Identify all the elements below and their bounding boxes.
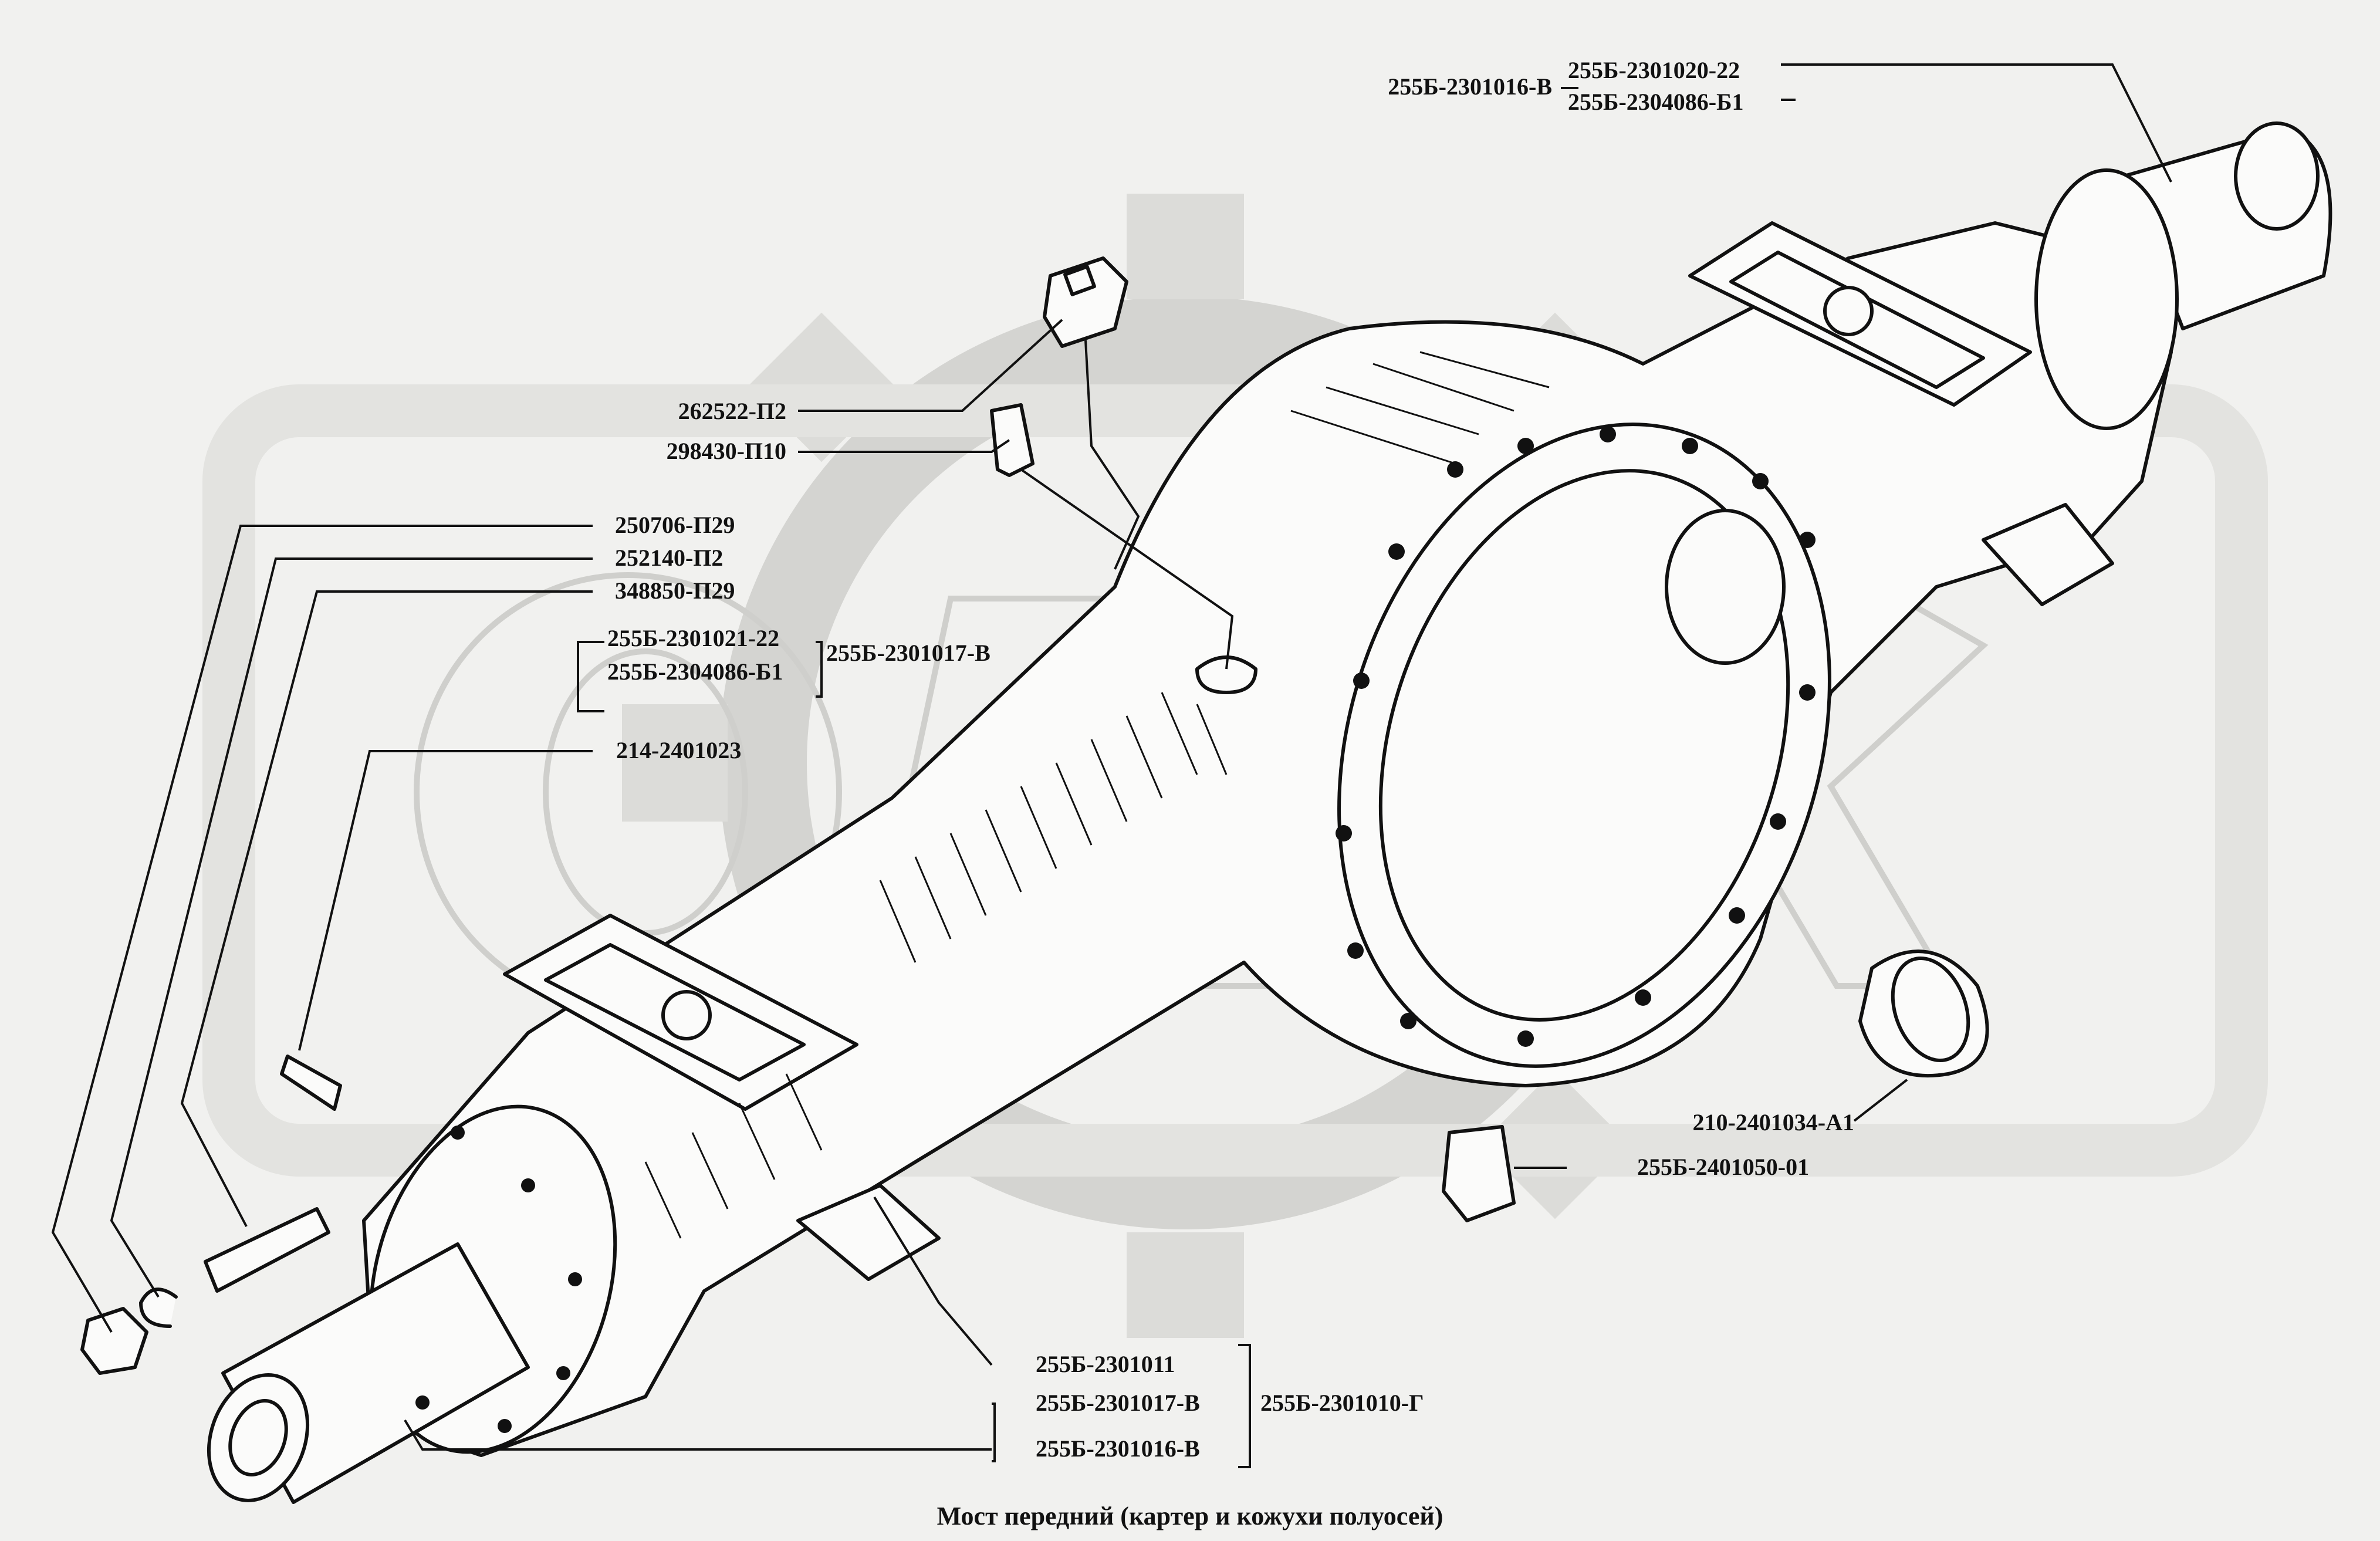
- label-plug: 262522-П2: [678, 398, 786, 424]
- label-washer: 252140-П2: [615, 545, 724, 571]
- lock-washer: [139, 1287, 178, 1328]
- label-seal: 210-2401034-А1: [1692, 1109, 1854, 1136]
- label-left-assembly: 255Б-2301017-В: [826, 640, 990, 666]
- diagram-caption: Мост передний (картер и кожухи полуосей): [937, 1502, 1443, 1530]
- label-breather: 298430-П10: [666, 438, 786, 464]
- label-top-part-2: 255Б-2304086-Б1: [1568, 89, 1744, 115]
- breather-hole: [1195, 655, 1257, 694]
- label-nut: 250706-П29: [615, 512, 735, 538]
- pin: [280, 1055, 342, 1111]
- stud: [204, 1207, 330, 1293]
- right-flange: [2034, 168, 2179, 430]
- filler-plug: [1043, 256, 1128, 348]
- label-drain-plug: 255Б-2401050-01: [1637, 1154, 1810, 1180]
- drain-plug: [1442, 1125, 1516, 1222]
- leader-lines: [51, 63, 2172, 1468]
- hatching: [644, 351, 1550, 1239]
- label-left-part-1: 255Б-2301021-22: [607, 625, 780, 651]
- label-top-part-1: 255Б-2301020-22: [1568, 57, 1740, 83]
- label-bottom-left-sleeve: 255Б-2301017-В: [1036, 1390, 1200, 1416]
- label-housing: 255Б-2301011: [1036, 1351, 1175, 1377]
- label-top-assembly: 255Б-2301016-В: [1388, 73, 1552, 100]
- label-left-part-2: 255Б-2304086-Б1: [607, 658, 783, 685]
- label-pin: 214-2401023: [616, 737, 742, 763]
- right-tube-end: [2234, 121, 2320, 231]
- label-stud: 348850-П29: [615, 577, 735, 604]
- nut: [80, 1307, 148, 1375]
- bearing-bore: [1665, 509, 1786, 665]
- label-bottom-assembly: 255Б-2301010-Г: [1260, 1390, 1424, 1416]
- bolt-holes: [415, 426, 1816, 1433]
- label-bottom-right-sleeve: 255Б-2301016-В: [1036, 1435, 1200, 1462]
